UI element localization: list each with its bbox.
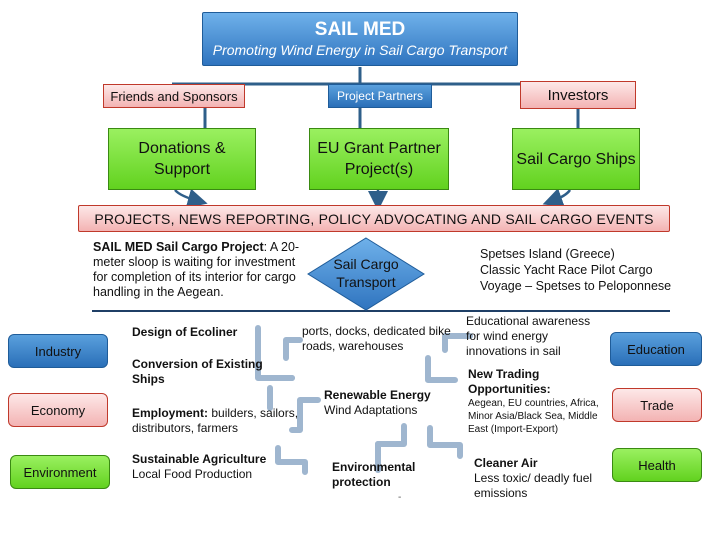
friends-sponsors-box: Friends and Sponsors (103, 84, 245, 108)
category-health: Health (612, 448, 702, 482)
employment-lead: Employment: (132, 406, 209, 420)
employment-text: builders, sailors, distributors, farmers (132, 406, 299, 435)
item-renewable: Renewable Energy Wind Adaptations (324, 388, 444, 418)
item-cleaner-air: Cleaner Air Less toxic/ deadly fuel emis… (474, 456, 604, 501)
project-description: SAIL MED Sail Cargo Project: A 20-meter … (93, 240, 303, 300)
diamond-label: Sail Cargo Transport (320, 250, 412, 296)
bent-arrows (255, 325, 473, 475)
investors-box: Investors (520, 81, 636, 109)
cleaner-air-lead: Cleaner Air (474, 456, 538, 470)
eu-grant-box: EU Grant Partner Project(s) (309, 128, 449, 190)
spetses-line1: Spetses Island (Greece) (480, 247, 615, 261)
trading-text: Aegean, EU countries, Africa, Minor Asia… (468, 398, 599, 435)
agriculture-text: Local Food Production (132, 467, 253, 481)
donations-box: Donations & Support (108, 128, 256, 190)
item-conversion: Conversion of Existing Ships (132, 357, 263, 386)
spetses-line2: Classic Yacht Race Pilot Cargo (480, 263, 653, 277)
page-subtitle: Promoting Wind Energy in Sail Cargo Tran… (212, 42, 508, 58)
project-text: : A 20-meter sloop is waiting for invest… (93, 240, 300, 299)
diamond-line1: Sail Cargo (333, 256, 399, 272)
item-ecoliner: Design of Ecoliner (132, 325, 238, 339)
category-economy: Economy (8, 393, 108, 427)
trading-lead: New Trading Opportunities: (468, 367, 551, 396)
category-education: Education (610, 332, 702, 366)
header-box: SAIL MED Promoting Wind Energy in Sail C… (202, 12, 518, 66)
sail-cargo-diamond (307, 237, 425, 311)
renewable-lead: Renewable Energy (324, 388, 431, 402)
item-ports: ports, docks, dedicated bike roads, ware… (302, 324, 451, 353)
green-to-banner-arrows (174, 188, 572, 211)
renewable-text: Wind Adaptations (324, 403, 418, 417)
project-partners-box: Project Partners (328, 84, 432, 108)
events-banner: PROJECTS, NEWS REPORTING, POLICY ADVOCAT… (78, 205, 670, 232)
item-education: Educational awareness for wind energy in… (466, 314, 591, 358)
item-agriculture: Sustainable Agriculture Local Food Produ… (132, 452, 272, 482)
dash-mark: - (398, 492, 401, 503)
spetses-line3: Voyage – Spetses to Peloponnese (480, 279, 672, 293)
item-employment: Employment: builders, sailors, distribut… (132, 406, 302, 436)
item-environmental-protection: Environmental protection (332, 460, 416, 489)
cleaner-air-text: Less toxic/ deadly fuel emissions (474, 471, 593, 500)
project-lead: SAIL MED Sail Cargo Project (93, 240, 264, 254)
agriculture-lead: Sustainable Agriculture (132, 452, 267, 466)
item-trading: New Trading Opportunities: Aegean, EU co… (468, 367, 604, 436)
category-trade: Trade (612, 388, 702, 422)
category-industry: Industry (8, 334, 108, 368)
spetses-text: Spetses Island (Greece) Classic Yacht Ra… (480, 246, 690, 294)
page-title: SAIL MED (314, 19, 406, 40)
category-environment: Environment (10, 455, 110, 489)
sail-cargo-ships-box: Sail Cargo Ships (512, 128, 640, 190)
diamond-line2: Transport (336, 274, 396, 290)
